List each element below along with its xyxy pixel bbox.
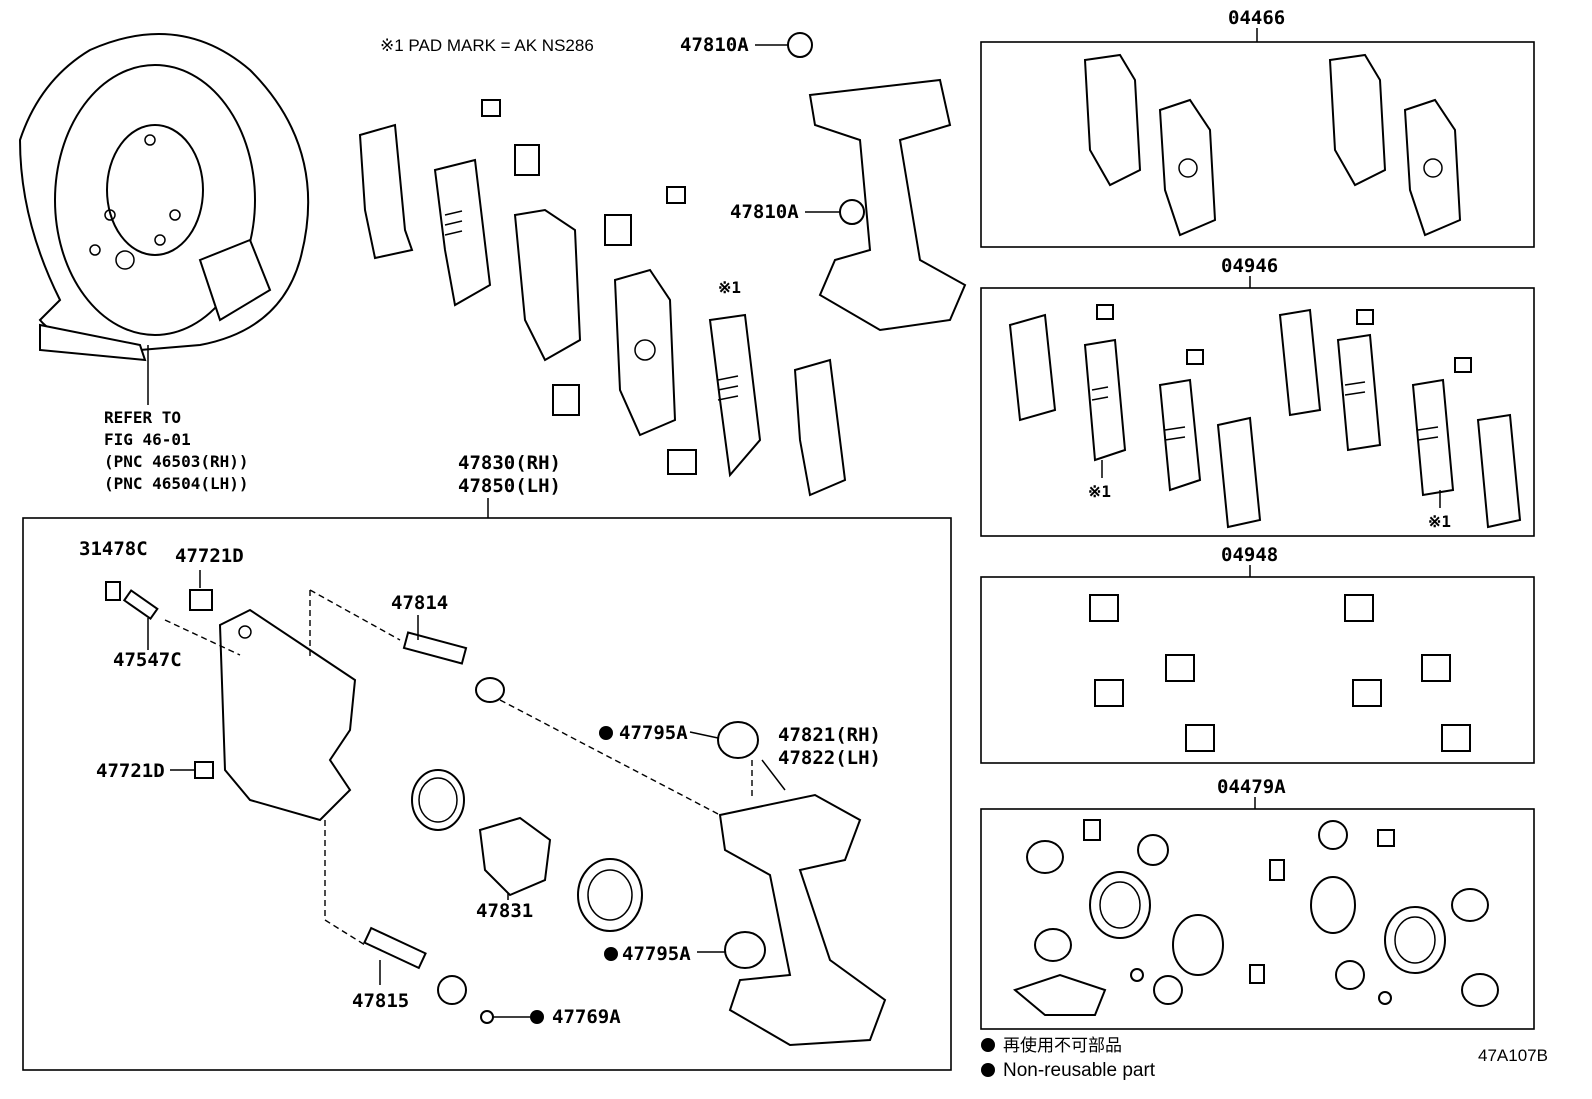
kit-04946-title: 04946 xyxy=(1221,255,1278,277)
refer-line-1: REFER TO xyxy=(104,408,181,427)
figure-code: 47A107B xyxy=(1478,1046,1548,1065)
caliper-assembly-drawing xyxy=(105,570,887,1047)
callout-47831: 47831 xyxy=(476,900,533,922)
legend-english: Non-reusable part xyxy=(1003,1060,1156,1081)
kit-04946-box xyxy=(980,287,1535,537)
callout-47814: 47814 xyxy=(391,592,448,614)
pad-mark-top: ※1 xyxy=(718,278,741,297)
callout-47815: 47815 xyxy=(352,990,409,1012)
callout-47769a: 47769A xyxy=(552,1006,621,1028)
kit-04948-drawing xyxy=(1089,594,1471,752)
callout-47547c: 47547C xyxy=(113,649,182,671)
callout-47795a-bottom: 47795A xyxy=(622,943,691,965)
kit-04466-title: 04466 xyxy=(1228,7,1285,29)
kit-04479a-drawing xyxy=(1012,819,1499,1016)
caliper-assembly-box xyxy=(22,517,952,1071)
callout-47810a-mid: 47810A xyxy=(730,201,799,223)
legend-bullet-japanese xyxy=(981,1038,995,1052)
refer-line-3: (PNC 46503(RH)) xyxy=(104,452,249,471)
callout-47721d-left: 47721D xyxy=(96,760,165,782)
refer-line-2: FIG 46-01 xyxy=(104,430,191,449)
mount-rh-label: 47821(RH) xyxy=(778,724,881,746)
kit-04946-mark-left: ※1 xyxy=(1088,482,1111,501)
legend-japanese: 再使用不可部品 xyxy=(1003,1035,1122,1055)
caliper-lh-label: 47850(LH) xyxy=(458,475,561,497)
kit-04948-title: 04948 xyxy=(1221,544,1278,566)
kit-04946-mark-right: ※1 xyxy=(1428,512,1451,531)
kit-04948-box xyxy=(980,576,1535,764)
kit-04466-box xyxy=(980,41,1535,248)
callout-47795a-top: 47795A xyxy=(619,722,688,744)
dust-shield-drawing xyxy=(18,33,310,405)
callout-31478c: 31478C xyxy=(79,538,148,560)
upper-mounting-drawing xyxy=(755,32,967,332)
legend-bullet-english xyxy=(981,1063,995,1077)
kit-04479a-box xyxy=(980,808,1535,1030)
caliper-rh-label: 47830(RH) xyxy=(458,452,561,474)
kit-04946-drawing xyxy=(1008,304,1522,529)
kit-04479a-title: 04479A xyxy=(1217,776,1286,798)
kit-04466-drawing xyxy=(1083,53,1462,237)
refer-line-4: (PNC 46504(LH)) xyxy=(104,474,249,493)
callout-47721d-top: 47721D xyxy=(175,545,244,567)
pad-stack-drawing xyxy=(358,99,847,497)
callout-47810a-top: 47810A xyxy=(680,34,749,56)
mount-lh-label: 47822(LH) xyxy=(778,747,881,769)
pad-mark-note: ※1 PAD MARK = AK NS286 xyxy=(380,36,594,55)
